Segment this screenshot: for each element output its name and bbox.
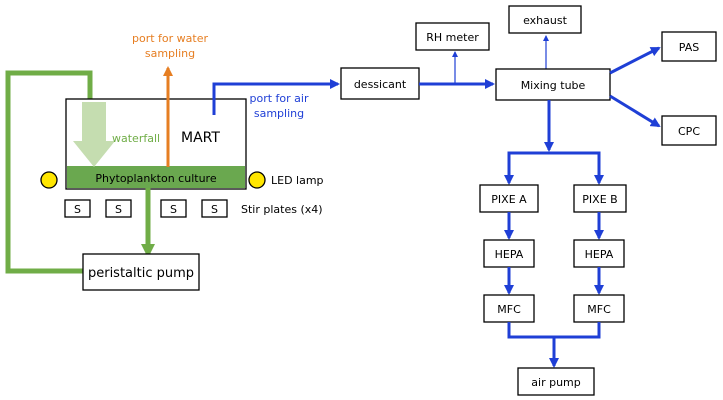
culture-layer <box>67 166 245 188</box>
stir-plate: S <box>160 199 187 218</box>
dessicant-label: dessicant <box>354 78 407 91</box>
pixe-a-label: PIXE A <box>491 193 527 206</box>
rh-meter-box <box>415 22 490 51</box>
pas-label: PAS <box>679 41 699 54</box>
air-pump-label: air pump <box>531 376 580 389</box>
svg-text:S: S <box>115 203 122 216</box>
waterfall-label: waterfall <box>112 132 160 145</box>
hepa-b-label: HEPA <box>585 248 614 261</box>
culture-label: Phytoplankton culture <box>95 172 216 185</box>
air-line-to-dessicant <box>212 79 340 115</box>
dessicant-box <box>340 67 420 100</box>
air-port-label-1: port for air <box>250 92 309 105</box>
stir-plate: S <box>201 199 228 218</box>
hepa-a-box <box>483 239 535 268</box>
rh-meter-label: RH meter <box>426 31 479 44</box>
mfc-b-label: MFC <box>587 303 611 316</box>
cpc-box <box>661 115 717 146</box>
pas-box <box>661 31 717 62</box>
mixing-tube-label: Mixing tube <box>521 79 586 92</box>
mfc-a-box <box>483 294 535 323</box>
mart-label: MART <box>181 130 220 146</box>
peristaltic-pump <box>82 253 200 291</box>
water-port-label-2: sampling <box>145 47 195 60</box>
cpc-label: CPC <box>678 125 700 138</box>
exhaust-label: exhaust <box>523 14 567 27</box>
water-port-label-1: port for water <box>132 32 208 45</box>
exhaust-box <box>508 5 582 34</box>
air-pump-box <box>517 367 595 396</box>
pixe-b-label: PIXE B <box>582 193 617 206</box>
led-lamp-right <box>248 171 266 189</box>
hepa-b-box <box>573 239 625 268</box>
stir-plate: S <box>105 199 132 218</box>
air-line-to-cpc <box>609 94 661 128</box>
led-label: LED lamp <box>271 174 324 187</box>
air-port-label-2: sampling <box>254 107 304 120</box>
svg-text:S: S <box>74 203 81 216</box>
air-split-line <box>507 151 601 181</box>
hepa-a-label: HEPA <box>495 248 524 261</box>
pump-label: peristaltic pump <box>88 266 194 281</box>
svg-text:S: S <box>211 203 218 216</box>
water-recirculation-line <box>5 70 93 274</box>
air-line-to-pas <box>609 46 661 75</box>
mfc-a-label: MFC <box>497 303 521 316</box>
waterfall-arrow <box>73 102 115 167</box>
mixing-tube-box <box>495 68 611 101</box>
stir-plate: S <box>64 199 91 218</box>
svg-text:S: S <box>170 203 177 216</box>
led-lamp-left <box>40 171 58 189</box>
air-merge-line <box>507 322 601 339</box>
stir-plates-label: Stir plates (x4) <box>241 203 323 216</box>
